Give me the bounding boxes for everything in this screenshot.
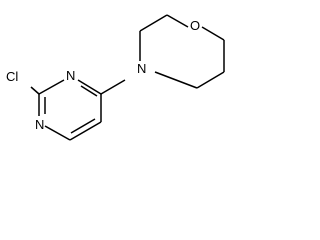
atom-label-n3: N xyxy=(35,117,44,132)
bond-cb-o xyxy=(166,14,189,28)
bond-o-cc xyxy=(201,26,225,41)
atom-labels: Cl N N N O xyxy=(6,18,200,132)
bond-ca-cb xyxy=(139,14,168,32)
bond-c5-c4 xyxy=(69,121,102,141)
bond-c5-c4-double xyxy=(70,118,96,134)
atom-label-cl: Cl xyxy=(6,69,18,84)
chemical-structure-diagram: Cl N N N O xyxy=(6,14,225,141)
atom-label-o: O xyxy=(190,18,200,33)
atom-label-n1: N xyxy=(66,68,75,83)
bond-c4-n3 xyxy=(44,125,71,141)
bonds xyxy=(30,14,225,141)
bond-cd-ce xyxy=(196,71,225,89)
bond-ce-nmorph xyxy=(154,71,198,89)
bond-n1-c6-double xyxy=(80,85,98,97)
bond-n1-c6 xyxy=(77,79,102,95)
bond-c2-cl xyxy=(30,86,40,95)
bond-c2-n1 xyxy=(38,79,65,95)
atom-label-n-morpholine: N xyxy=(137,61,146,76)
bond-c6-nmorph xyxy=(100,79,126,95)
